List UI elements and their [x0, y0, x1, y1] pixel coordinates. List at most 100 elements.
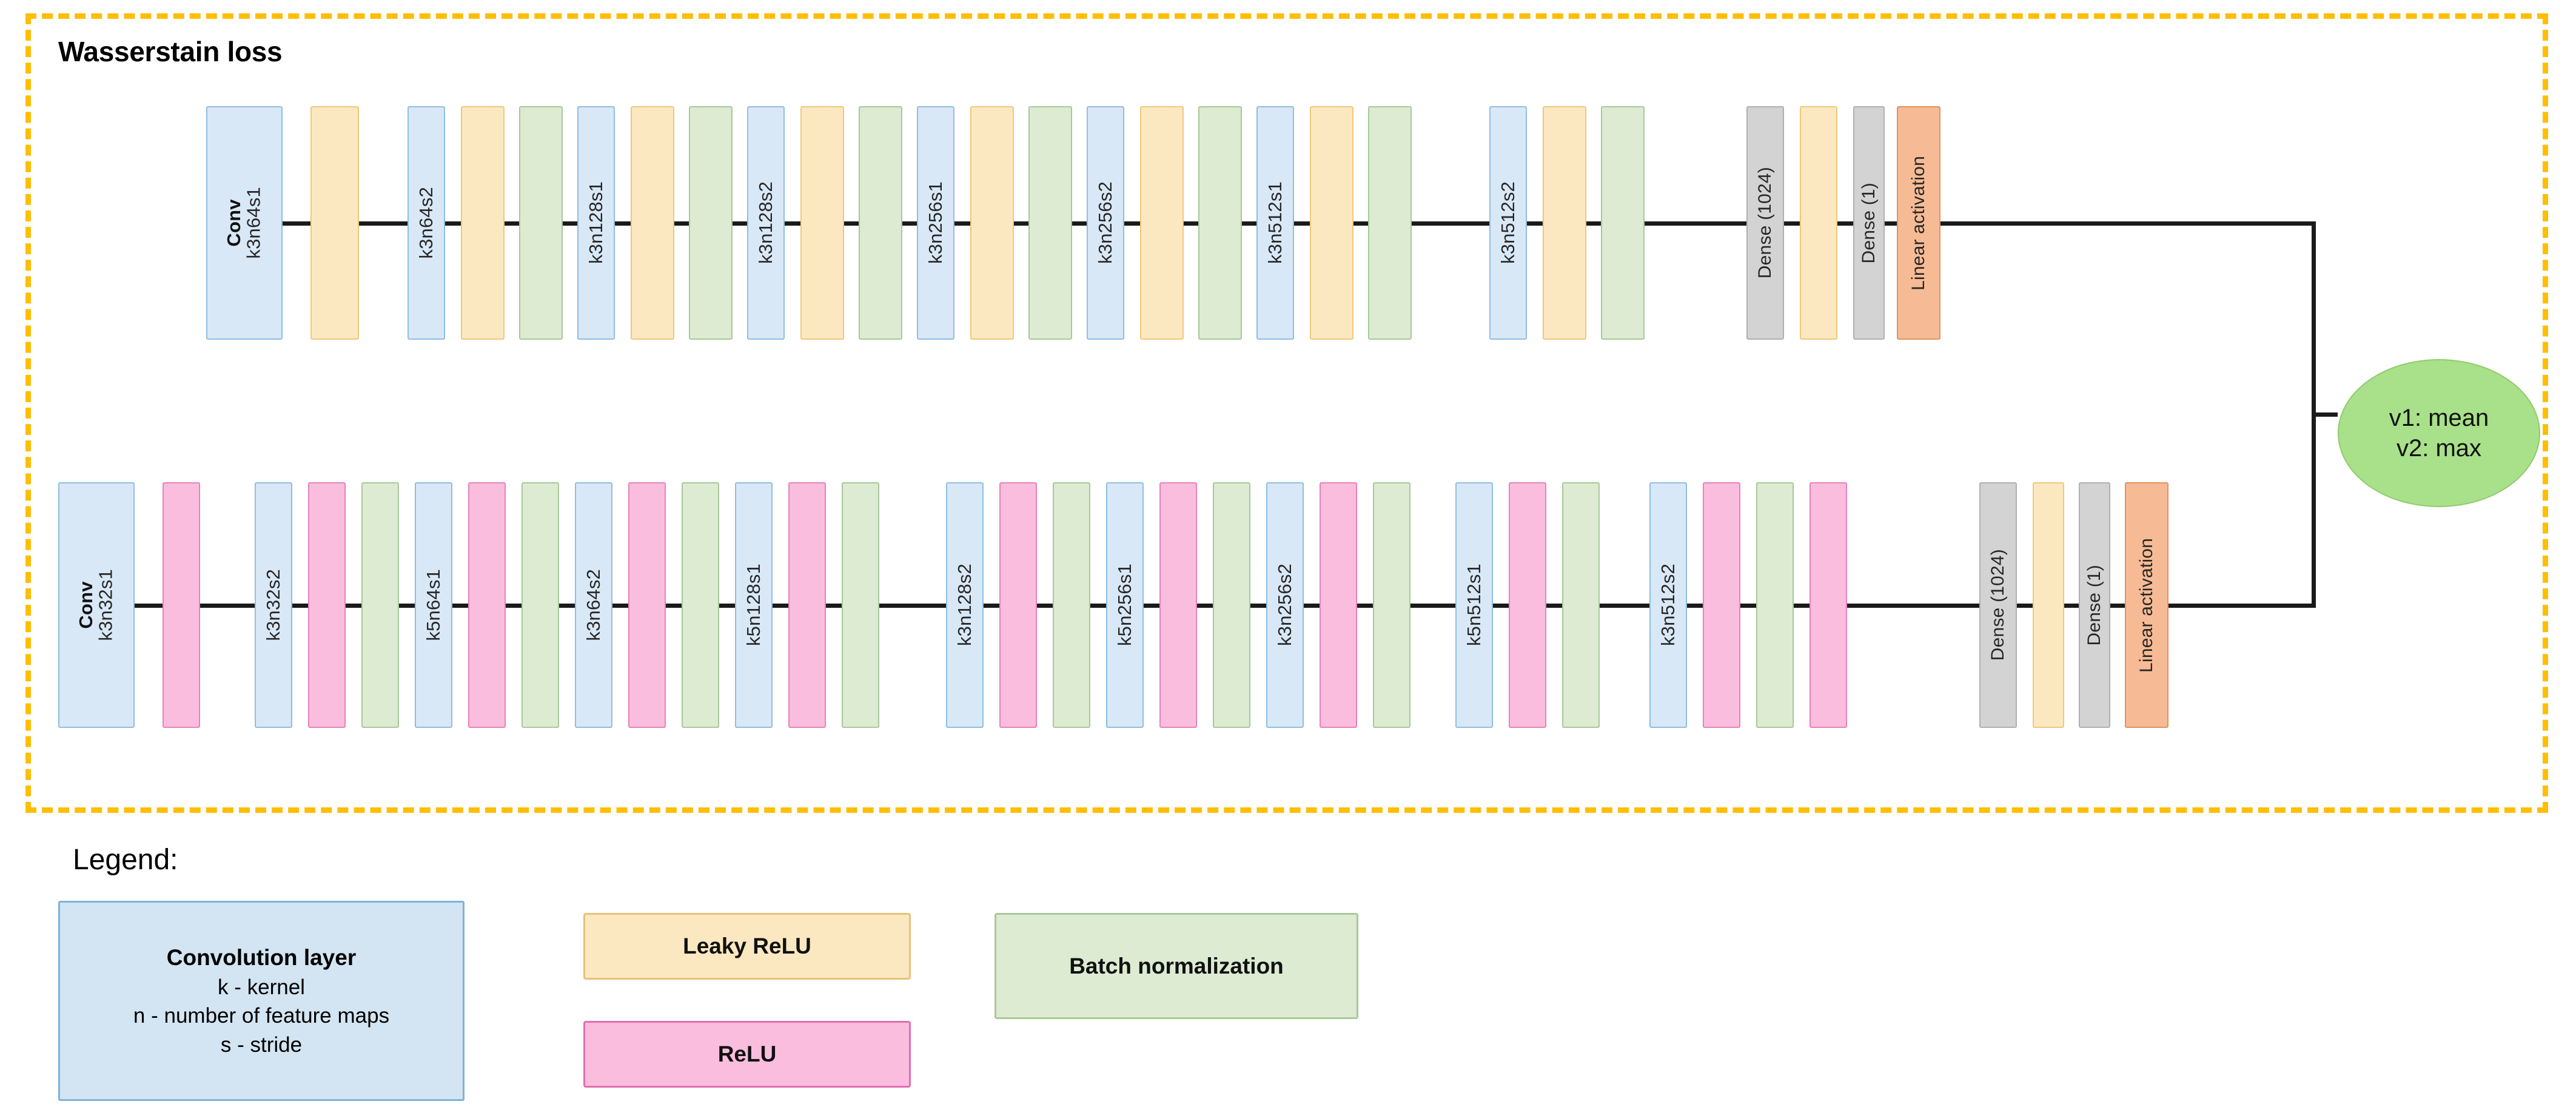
conv-block[interactable]: k5n64s1 [415, 482, 452, 728]
batch-norm-block[interactable] [1601, 106, 1645, 340]
batch-norm-block[interactable] [1373, 482, 1410, 728]
conv-block[interactable]: k3n64s2 [575, 482, 612, 728]
merge-connector-to-node [2312, 412, 2338, 417]
dense-block[interactable]: Dense (1024) [1979, 482, 2017, 728]
connector-segment [1242, 221, 1256, 226]
leaky-relu-block[interactable] [310, 106, 359, 340]
connector-segment [612, 603, 628, 608]
merge-node-ellipse[interactable]: v1: mean v2: max [2338, 359, 2540, 507]
connector-segment [1546, 603, 1562, 608]
connector-segment [2064, 603, 2079, 608]
conv-block[interactable]: Conv k3n64s1 [206, 106, 283, 340]
relu-block[interactable] [163, 482, 200, 728]
conv-block[interactable]: k3n512s2 [1489, 106, 1527, 340]
batch-norm-block[interactable] [859, 106, 902, 340]
batch-norm-block[interactable] [1213, 482, 1250, 728]
connector-segment [1037, 603, 1053, 608]
legend-leaky-relu: Leaky ReLU [583, 913, 911, 980]
dense-block[interactable]: Dense (1) [1853, 106, 1885, 340]
batch-norm-block[interactable] [361, 482, 399, 728]
connector-segment [445, 221, 461, 226]
conv-block[interactable]: k3n32s2 [255, 482, 292, 728]
conv-block[interactable]: k3n256s2 [1266, 482, 1304, 728]
block-label: Dense (1024) [1755, 167, 1776, 279]
block-label: k3n512s2 [1657, 564, 1679, 647]
block-label: Conv k3n32s1 [75, 569, 116, 641]
leaky-relu-block[interactable] [2033, 482, 2064, 728]
connector-segment [666, 603, 682, 608]
conv-block[interactable]: k3n256s1 [917, 106, 954, 340]
diagram-title: Wasserstain loss [58, 36, 283, 67]
connector-segment [1645, 221, 1746, 226]
connector-segment [1784, 221, 1800, 226]
connector-segment [1357, 603, 1373, 608]
relu-block[interactable] [999, 482, 1037, 728]
conv-block[interactable]: k3n128s2 [946, 482, 984, 728]
conv-block[interactable]: k5n512s1 [1455, 482, 1493, 728]
conv-block[interactable]: k3n128s1 [577, 106, 615, 340]
dense-block[interactable]: Dense (1) [2079, 482, 2110, 728]
batch-norm-block[interactable] [522, 482, 559, 728]
block-label: Dense (1) [1859, 182, 1879, 264]
connector-segment [1410, 603, 1455, 608]
connector-segment [902, 221, 917, 226]
leaky-relu-block[interactable] [631, 106, 674, 340]
conv-block[interactable]: k5n128s1 [735, 482, 773, 728]
leaky-relu-block[interactable] [1543, 106, 1586, 340]
conv-block[interactable]: k3n256s2 [1087, 106, 1124, 340]
connector-segment [2110, 603, 2125, 608]
batch-norm-block[interactable] [1756, 482, 1794, 728]
connector-segment [719, 603, 735, 608]
batch-norm-block[interactable] [689, 106, 733, 340]
block-label: k3n64s2 [582, 569, 604, 641]
conv-block[interactable]: Conv k3n32s1 [58, 482, 135, 728]
relu-block[interactable] [308, 482, 346, 728]
connector-segment [505, 221, 519, 226]
leaky-relu-block[interactable] [1310, 106, 1353, 340]
block-label: Dense (1) [2084, 564, 2105, 646]
connector-segment [879, 603, 946, 608]
leaky-relu-block[interactable] [461, 106, 505, 340]
linear-activation-block[interactable]: Linear activation [2125, 482, 2168, 728]
batch-norm-block[interactable] [682, 482, 719, 728]
relu-block[interactable] [1159, 482, 1197, 728]
conv-block[interactable]: k3n512s2 [1649, 482, 1687, 728]
relu-block[interactable] [468, 482, 506, 728]
batch-norm-block[interactable] [1562, 482, 1600, 728]
connector-segment [506, 603, 522, 608]
block-label: k5n256s1 [1113, 564, 1135, 647]
batch-norm-block[interactable] [1028, 106, 1072, 340]
conv-block[interactable]: k3n64s2 [408, 106, 445, 340]
connector-segment [733, 221, 747, 226]
conv-block[interactable]: k3n128s2 [747, 106, 785, 340]
connector-segment [1014, 221, 1028, 226]
relu-block[interactable] [788, 482, 826, 728]
dense-block[interactable]: Dense (1024) [1746, 106, 1784, 340]
batch-norm-block[interactable] [842, 482, 879, 728]
block-label: Conv k3n64s1 [223, 187, 264, 259]
legend-convolution-layer: Convolution layer k - kernel n - number … [58, 901, 465, 1101]
conv-block[interactable]: k5n256s1 [1106, 482, 1144, 728]
connector-segment [359, 221, 408, 226]
batch-norm-block[interactable] [1198, 106, 1242, 340]
relu-block[interactable] [628, 482, 666, 728]
connector-segment [1250, 603, 1266, 608]
conv-block[interactable]: k3n512s1 [1256, 106, 1294, 340]
leaky-relu-block[interactable] [1140, 106, 1184, 340]
relu-block[interactable] [1509, 482, 1546, 728]
connector-segment [1586, 221, 1601, 226]
leaky-relu-block[interactable] [1800, 106, 1837, 340]
relu-block[interactable] [1320, 482, 1357, 728]
linear-activation-block[interactable]: Linear activation [1897, 106, 1940, 340]
leaky-relu-block[interactable] [970, 106, 1014, 340]
connector-segment [954, 221, 970, 226]
block-label: k3n64s2 [415, 187, 437, 259]
merge-connector-bottom [2168, 603, 2316, 608]
relu-block[interactable] [1810, 482, 1847, 728]
batch-norm-block[interactable] [1368, 106, 1412, 340]
batch-norm-block[interactable] [519, 106, 563, 340]
batch-norm-block[interactable] [1053, 482, 1090, 728]
relu-block[interactable] [1703, 482, 1740, 728]
leaky-relu-block[interactable] [800, 106, 844, 340]
connector-segment [135, 603, 163, 608]
